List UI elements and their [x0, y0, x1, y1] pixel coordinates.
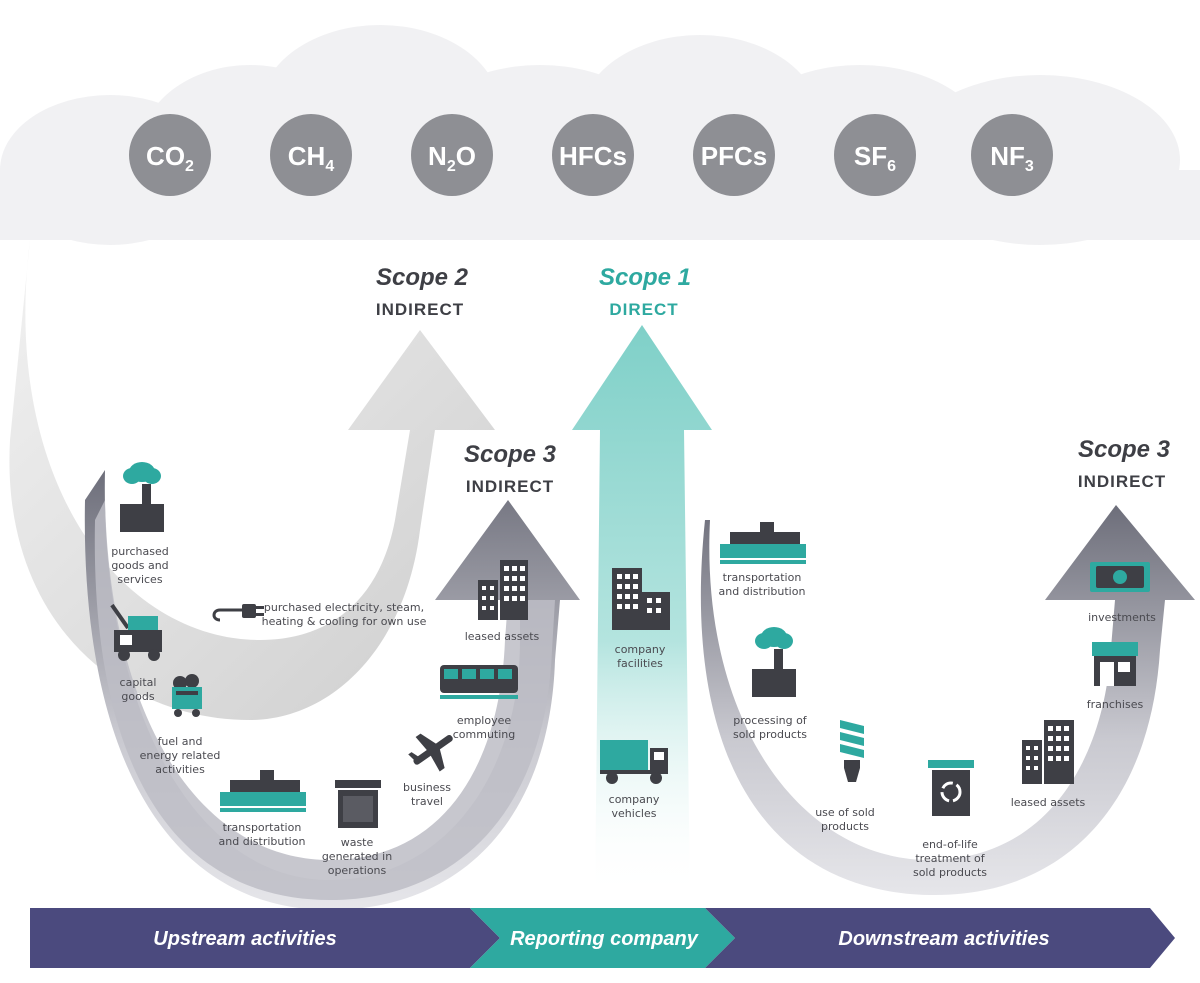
gas-circle: [411, 114, 493, 196]
gas-label: N2O: [428, 141, 476, 175]
scope3-upstream-subtitle: INDIRECT: [466, 477, 554, 496]
building-icon: [478, 560, 528, 620]
airplane-icon: [408, 733, 453, 772]
waste-container-icon: [335, 780, 381, 828]
ship-icon: [220, 770, 306, 812]
scope3-downstream-arrow: [700, 505, 1195, 895]
upstream-bar-segment: [30, 908, 500, 968]
recycle-bin-icon: [928, 760, 974, 816]
gas-label: CH4: [288, 141, 335, 175]
ship-downstream-icon: [720, 522, 806, 564]
truck-icon: [600, 740, 668, 784]
company-building-icon: [612, 568, 670, 630]
train-icon: [440, 665, 518, 699]
factory-icon: [120, 462, 164, 532]
activity-label-leased-assets-down: leased assets: [1011, 796, 1086, 809]
gas-label: SF6: [854, 141, 896, 175]
activity-bar: Upstream activities Reporting company Do…: [30, 908, 1175, 968]
scope3-upstream-arrow: [84, 470, 580, 910]
activity-label-leased-assets-up: leased assets: [465, 630, 540, 643]
gas-label: CO2: [146, 141, 194, 175]
crane-truck-icon: [110, 603, 162, 661]
downstream-bar-segment: [705, 908, 1175, 968]
scope1-subtitle: DIRECT: [609, 300, 678, 319]
gas-circle: [270, 114, 352, 196]
storefront-icon: [1092, 642, 1138, 686]
gas-circle: [129, 114, 211, 196]
scope3-upstream-title: Scope 3: [464, 441, 557, 468]
gas-circle: [834, 114, 916, 196]
scope2-arrow: [9, 240, 495, 720]
gas-label: HFCs: [559, 141, 627, 171]
processing-factory-icon: [752, 627, 796, 697]
money-icon: [1090, 562, 1150, 592]
leased-building-icon: [1022, 720, 1074, 784]
scope1-title: Scope 1: [599, 264, 691, 291]
gas-circle: [693, 114, 775, 196]
light-bulb-icon: [840, 720, 864, 782]
activity-label-purchased-electricity: purchased electricity, steam,heating & c…: [262, 601, 427, 628]
reporting-bar-segment: [470, 908, 735, 968]
gas-circle: [971, 114, 1053, 196]
activity-label-investments: investments: [1088, 611, 1156, 624]
scope3-downstream-title: Scope 3: [1078, 436, 1171, 463]
fuel-cart-icon: [172, 674, 202, 717]
gas-row: CO2 CH4 N2O HFCs PFCs SF6 NF3: [129, 114, 1053, 196]
gas-label: NF3: [990, 141, 1034, 175]
upstream-label: Upstream activities: [153, 928, 336, 950]
scope3-downstream-subtitle: INDIRECT: [1078, 472, 1166, 491]
reporting-label: Reporting company: [510, 928, 699, 950]
downstream-label: Downstream activities: [838, 928, 1049, 950]
gas-label: PFCs: [701, 141, 767, 171]
scope2-title: Scope 2: [376, 264, 469, 291]
gas-circle: [552, 114, 634, 196]
plug-icon: [212, 604, 264, 622]
scope2-subtitle: INDIRECT: [376, 300, 464, 319]
activity-label-franchises: franchises: [1087, 698, 1144, 711]
